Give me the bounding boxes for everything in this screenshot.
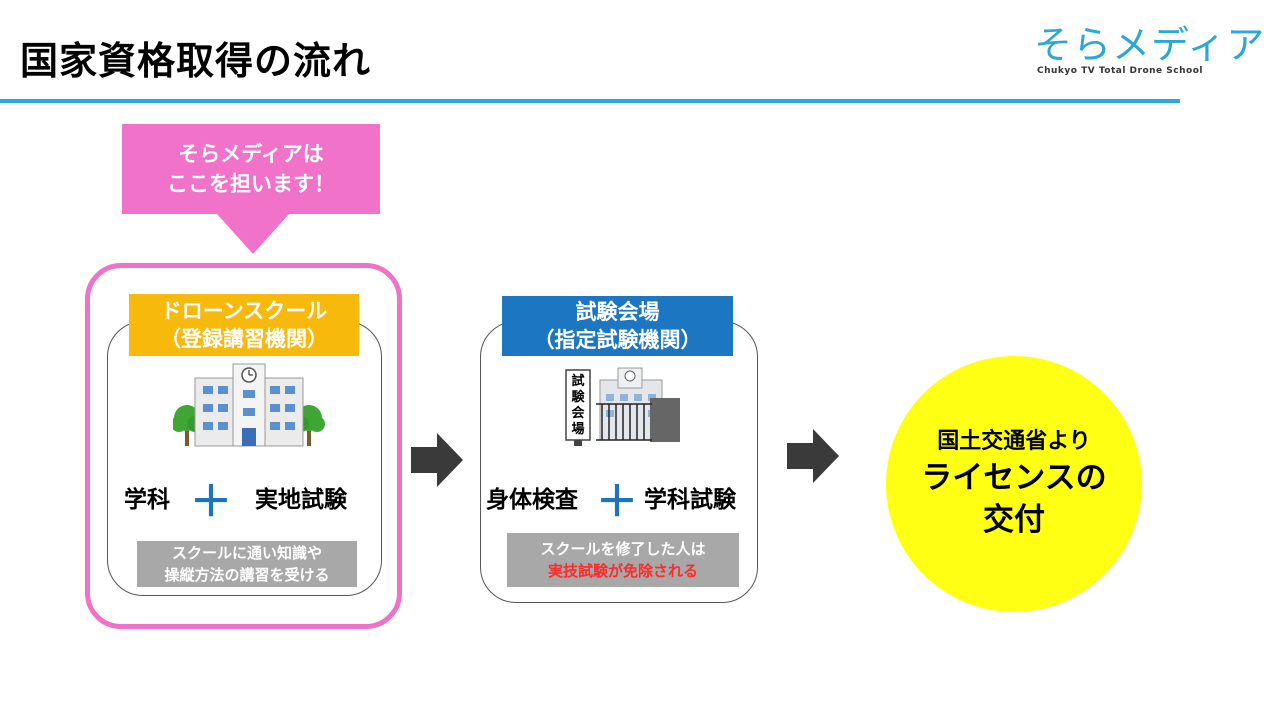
exam-label-line-1: 試験会場 — [575, 300, 660, 324]
license-line-2: ライセンスの — [921, 460, 1107, 496]
callout-line-2: ここを担います！ — [167, 172, 335, 196]
school-building-icon — [173, 363, 325, 447]
exam-label: 試験会場 （指定試験機関） — [502, 296, 733, 356]
school-note-line-1: スクールに通い知識や — [171, 544, 322, 562]
logo: そらメディア — [1034, 23, 1266, 67]
license-line-3: 交付 — [983, 502, 1045, 538]
plus-icon-2: ＋ — [596, 477, 639, 526]
school-note: スクールに通い知識や 操縦方法の講習を受ける — [137, 541, 357, 587]
logo-subtitle: Chukyo TV Total Drone School — [1037, 66, 1203, 76]
arrow-right-icon-2 — [787, 429, 839, 483]
exam-item-right: 学科試験 — [644, 487, 736, 513]
exam-note-line-1: スクールを修了した人は — [540, 540, 706, 558]
school-label-line-2: （登録講習機関） — [160, 327, 328, 351]
exam-item-left: 身体検査 — [486, 487, 578, 513]
page-title: 国家資格取得の流れ — [20, 39, 372, 83]
callout-arrow-icon — [217, 214, 289, 254]
exam-note-line-2: 実技試験が免除される — [547, 562, 698, 580]
callout-box: そらメディアは ここを担います！ — [122, 124, 380, 214]
school-item-left: 学科 — [124, 487, 170, 513]
highlight-frame — [85, 263, 402, 629]
license-line-1: 国土交通省より — [937, 429, 1091, 454]
arrow-right-icon — [411, 433, 463, 487]
school-note-line-2: 操縦方法の講習を受ける — [164, 566, 330, 584]
school-label: ドローンスクール （登録講習機関） — [129, 294, 359, 356]
exam-label-line-2: （指定試験機関） — [533, 328, 702, 352]
exam-sign-text: 試験会場 — [571, 374, 585, 437]
exam-venue-icon — [565, 367, 680, 446]
exam-note: スクールを修了した人は 実技試験が免除される — [507, 533, 739, 587]
callout-line-1: そらメディアは — [178, 142, 324, 166]
school-item-right: 実地試験 — [255, 487, 347, 513]
plus-icon: ＋ — [190, 477, 233, 526]
school-label-line-1: ドローンスクール — [160, 299, 328, 323]
license-circle: 国土交通省より ライセンスの 交付 — [886, 356, 1142, 612]
header-divider — [0, 99, 1180, 103]
